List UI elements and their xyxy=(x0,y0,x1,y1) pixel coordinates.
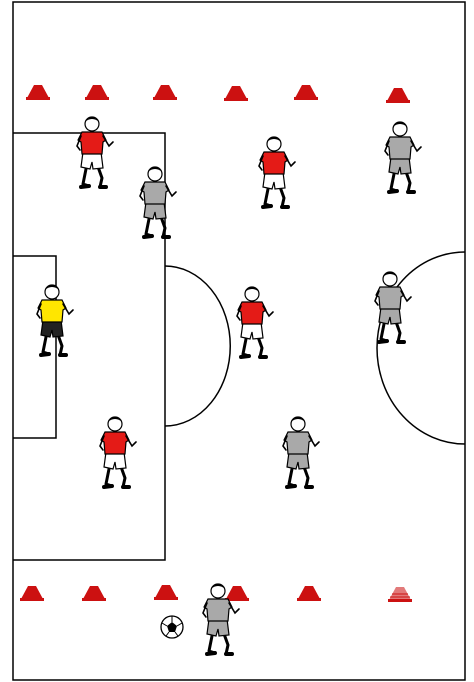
soccer-ball-icon xyxy=(161,616,183,638)
